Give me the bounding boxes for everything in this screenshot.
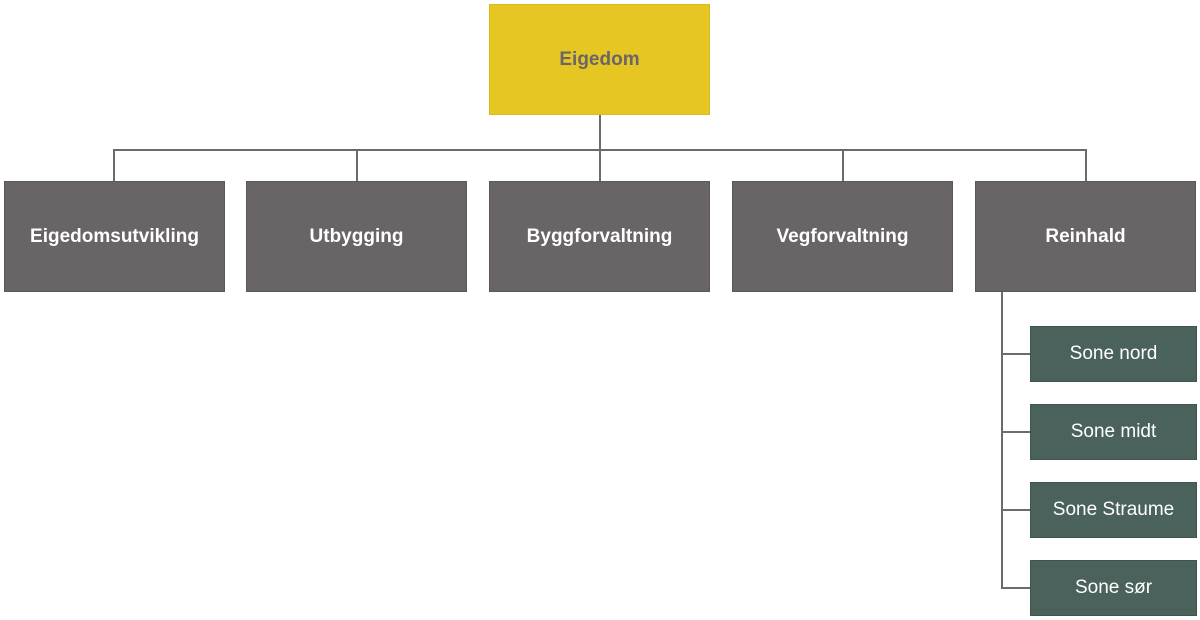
department-node-label: Vegforvaltning [776,225,909,247]
department-node-label: Byggforvaltning [526,225,673,247]
connector-root-down [599,115,601,150]
zone-node: Sone nord [1030,326,1197,382]
connector-dept-4 [842,149,844,181]
connector-dept-1 [113,149,115,181]
zone-node-label: Sone midt [1070,421,1157,442]
zone-node-label: Sone sør [1074,577,1153,598]
zone-node: Sone midt [1030,404,1197,460]
connector-zones-vertical [1001,292,1003,589]
connector-dept-3 [599,149,601,181]
department-node-label: Eigedomsutvikling [30,225,199,247]
zone-node-label: Sone Straume [1052,499,1175,520]
root-node: Eigedom [489,4,710,115]
connector-zone-4 [1001,587,1031,589]
department-node: Reinhald [975,181,1196,292]
zone-node: Sone Straume [1030,482,1197,538]
zone-node-label: Sone nord [1069,343,1158,364]
department-node-label: Reinhald [1045,225,1126,247]
zone-node: Sone sør [1030,560,1197,616]
root-node-label: Eigedom [559,48,640,70]
department-node: Eigedomsutvikling [4,181,225,292]
department-node-label: Utbygging [309,225,404,247]
department-node: Vegforvaltning [732,181,953,292]
connector-zone-3 [1001,509,1031,511]
connector-dept-2 [356,149,358,181]
department-node: Byggforvaltning [489,181,710,292]
connector-zone-2 [1001,431,1031,433]
department-node: Utbygging [246,181,467,292]
connector-dept-5 [1085,149,1087,181]
connector-zone-1 [1001,353,1031,355]
